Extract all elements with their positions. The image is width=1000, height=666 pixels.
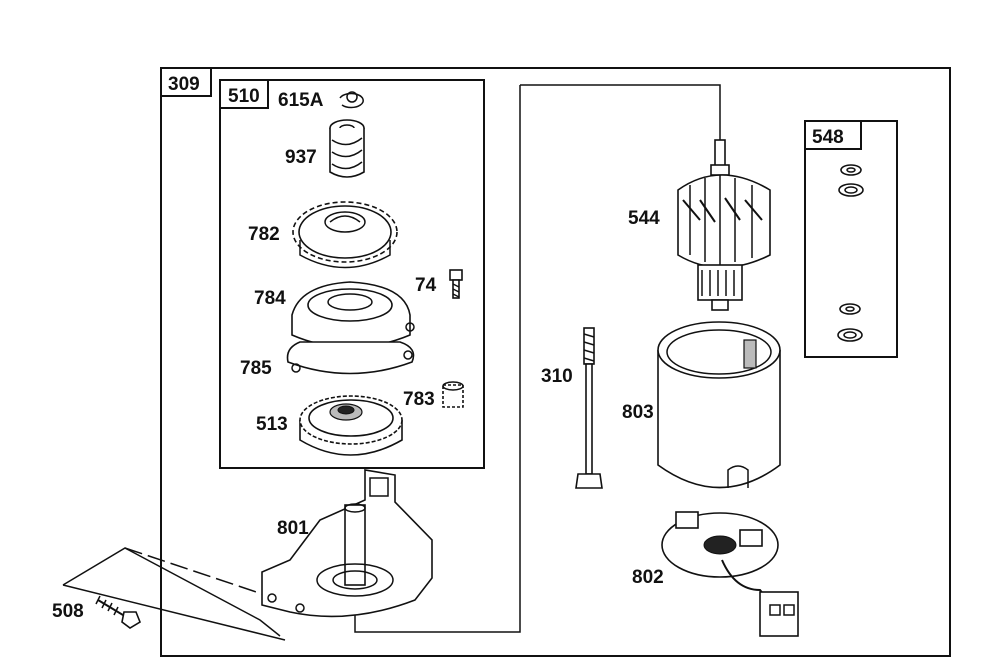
pinion-gear-783: [442, 381, 464, 408]
kit-548-frame: 548: [804, 120, 898, 358]
label-74: 74: [415, 275, 437, 296]
screw-508-leader: [62, 547, 311, 641]
retaining-clip-615A: [339, 91, 364, 109]
label-802: 802: [632, 567, 664, 588]
label-544: 544: [628, 208, 660, 229]
gear-cover-784: [291, 281, 415, 349]
label-309: 309: [168, 74, 200, 95]
assembly-309-frame: 309: [160, 67, 951, 657]
screw-508: [95, 595, 141, 629]
through-bolt-310: [575, 327, 603, 489]
label-784: 784: [254, 288, 286, 309]
label-782: 782: [248, 224, 280, 245]
label-801: 801: [277, 518, 309, 539]
armature-544: [677, 139, 771, 311]
ring-gear-513: [299, 395, 403, 456]
label-510: 510: [228, 86, 260, 107]
washer-set-548: [837, 164, 864, 342]
label-513: 513: [256, 414, 288, 435]
label-508: 508: [52, 601, 84, 622]
label-548: 548: [812, 127, 844, 148]
label-615A: 615A: [278, 90, 324, 111]
helix-spring-937: [329, 119, 365, 178]
group-bracket-line-left: [354, 85, 521, 633]
motor-housing-803: [657, 321, 781, 489]
assembly-510-frame: 510: [219, 79, 485, 469]
brush-plate-802: [661, 511, 799, 637]
label-783: 783: [403, 389, 435, 410]
label-310: 310: [541, 366, 573, 387]
drive-end-housing-801: [261, 469, 433, 618]
drive-gear-782: [292, 201, 398, 269]
gasket-785: [286, 341, 415, 375]
group-bracket-line: [520, 84, 721, 140]
bolt-74: [449, 269, 463, 299]
label-785: 785: [240, 358, 272, 379]
label-803: 803: [622, 402, 654, 423]
label-937: 937: [285, 147, 317, 168]
